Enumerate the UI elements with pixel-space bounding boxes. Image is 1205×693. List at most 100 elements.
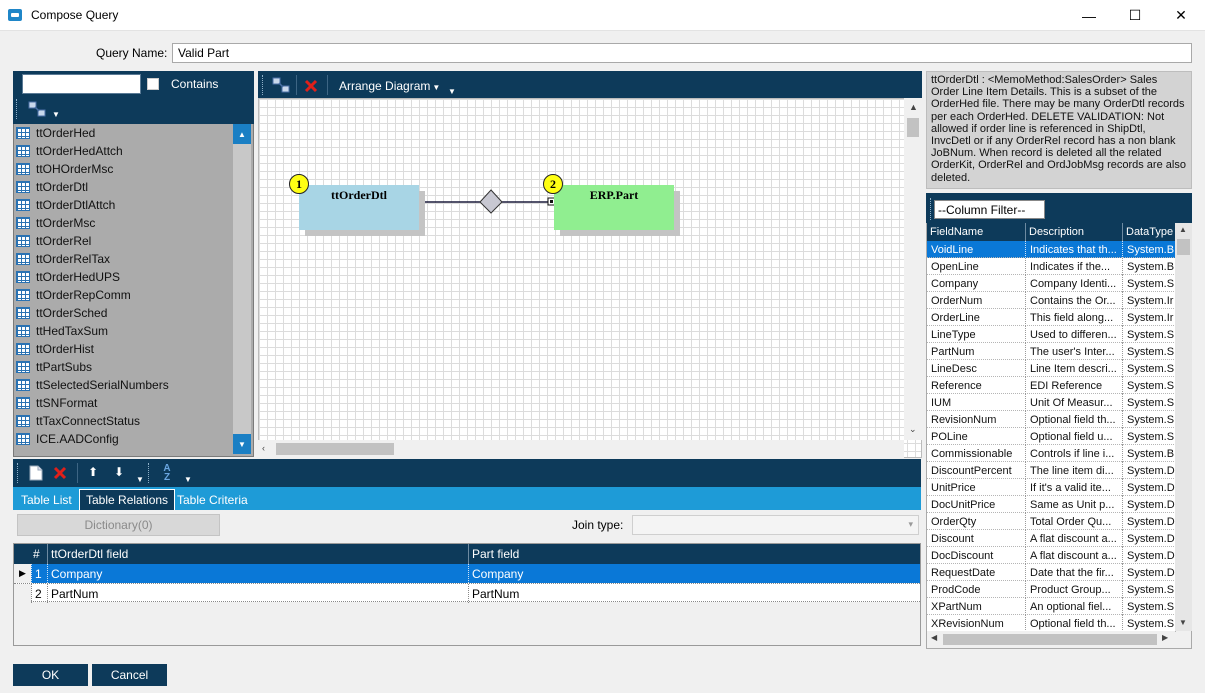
list-item[interactable]: ttOHOrderMsc — [13, 160, 233, 178]
fields-vertical-scrollbar[interactable]: ▲ ▼ — [1175, 223, 1192, 631]
list-item[interactable]: ttOrderHedUPS — [13, 268, 233, 286]
toolbar-overflow-arrow-icon[interactable]: ▼ — [448, 87, 456, 96]
contains-checkbox[interactable] — [147, 78, 159, 90]
list-item[interactable]: ttOrderDtl — [13, 178, 233, 196]
scroll-thumb[interactable] — [907, 118, 919, 137]
maximize-button[interactable]: ☐ — [1112, 0, 1158, 31]
right-field-cell[interactable]: PartNum — [468, 584, 920, 603]
scroll-thumb[interactable] — [276, 443, 394, 455]
ok-button[interactable]: OK — [13, 664, 88, 686]
list-item[interactable]: ttOrderHed — [13, 124, 233, 142]
table-row[interactable]: 2 PartNum PartNum — [14, 583, 920, 603]
scroll-right-icon[interactable]: ▶ — [1162, 633, 1169, 642]
close-button[interactable]: ✕ — [1158, 0, 1204, 31]
table-list-scrollbar[interactable]: ▲ ▼ — [233, 124, 251, 454]
scroll-down-icon[interactable]: ▼ — [233, 434, 251, 454]
move-dropdown-arrow-icon[interactable]: ▼ — [136, 475, 144, 484]
scroll-thumb[interactable] — [943, 634, 1157, 645]
scroll-left-icon[interactable]: ‹ — [262, 443, 265, 453]
diagram-horizontal-scrollbar[interactable]: ‹ — [258, 440, 904, 458]
column-header[interactable]: FieldName — [930, 226, 984, 238]
minimize-button[interactable]: — — [1066, 0, 1112, 31]
list-item[interactable]: ttOrderRepComm — [13, 286, 233, 304]
diagram-vertical-scrollbar[interactable]: ▲ ⌄ — [904, 98, 922, 440]
row-selector-icon[interactable]: ▶ — [14, 564, 31, 583]
list-item[interactable]: ttOrderHedAttch — [13, 142, 233, 160]
right-field-cell[interactable]: Company — [468, 564, 920, 583]
left-field-cell[interactable]: PartNum — [47, 584, 468, 603]
list-item[interactable]: ttHedTaxSum — [13, 322, 233, 340]
move-up-icon[interactable]: ⬆ — [87, 465, 99, 479]
arrange-diagram-button[interactable]: Arrange Diagram▼ — [339, 79, 440, 93]
list-item[interactable]: ICE.AADConfig — [13, 430, 233, 448]
sort-dropdown-arrow-icon[interactable]: ▼ — [184, 475, 192, 484]
column-header[interactable]: DataType — [1122, 223, 1176, 241]
tab-table-list[interactable]: Table List — [15, 489, 78, 510]
list-item[interactable]: ttOrderSched — [13, 304, 233, 322]
scroll-thumb[interactable] — [1177, 239, 1190, 255]
row-selector[interactable] — [14, 584, 31, 603]
scroll-down-icon[interactable]: ▼ — [1179, 618, 1187, 627]
scroll-up-icon[interactable]: ▲ — [1179, 225, 1187, 234]
relation-icon[interactable] — [28, 101, 46, 117]
move-down-icon[interactable]: ⬇ — [113, 465, 125, 479]
diagram-node-ttorderdtl[interactable]: ttOrderDtl — [299, 185, 419, 230]
fields-horizontal-scrollbar[interactable]: ◀ ▶ — [927, 631, 1175, 648]
list-item[interactable]: ttSelectedSerialNumbers — [13, 376, 233, 394]
column-header[interactable]: Part field — [468, 544, 920, 564]
left-field-cell[interactable]: Company — [47, 564, 468, 583]
scroll-up-icon[interactable]: ▲ — [909, 102, 918, 112]
tab-table-relations[interactable]: Table Relations — [79, 489, 176, 510]
diagram-node-erp-part[interactable]: ERP.Part — [554, 185, 674, 230]
list-item[interactable]: ttPartSubs — [13, 358, 233, 376]
table-search-input[interactable] — [22, 74, 141, 94]
column-header[interactable]: # — [33, 547, 40, 561]
diagram-canvas[interactable] — [258, 98, 922, 458]
tab-table-criteria[interactable]: Table Criteria — [171, 489, 254, 510]
delete-icon[interactable] — [304, 79, 318, 93]
column-filter-input[interactable]: --Column Filter-- — [934, 200, 1045, 219]
scroll-left-icon[interactable]: ◀ — [931, 633, 938, 642]
list-item[interactable]: ttOrderMsc — [13, 214, 233, 232]
list-item[interactable]: ttOrderRel — [13, 232, 233, 250]
scroll-down-icon[interactable]: ⌄ — [909, 424, 917, 434]
column-header[interactable]: ttOrderDtl field — [47, 544, 468, 564]
column-header[interactable]: Description — [1025, 223, 1122, 241]
cancel-button[interactable]: Cancel — [92, 664, 167, 686]
join-type-select[interactable] — [632, 515, 919, 535]
delete-icon[interactable] — [53, 466, 67, 480]
table-row[interactable]: ▶ 1 Company Company — [14, 564, 920, 583]
list-item[interactable]: ttSNFormat — [13, 394, 233, 412]
list-item[interactable]: ttOrderDtlAttch — [13, 196, 233, 214]
list-item[interactable]: ttTaxConnectStatus — [13, 412, 233, 430]
new-document-icon[interactable] — [29, 465, 43, 481]
relation-icon[interactable] — [272, 77, 290, 93]
scroll-up-icon[interactable]: ▲ — [233, 124, 251, 144]
dictionary-button[interactable]: Dictionary(0) — [17, 514, 220, 536]
relation-dropdown-arrow-icon[interactable]: ▼ — [52, 110, 60, 119]
list-item[interactable]: ttOrderRelTax — [13, 250, 233, 268]
